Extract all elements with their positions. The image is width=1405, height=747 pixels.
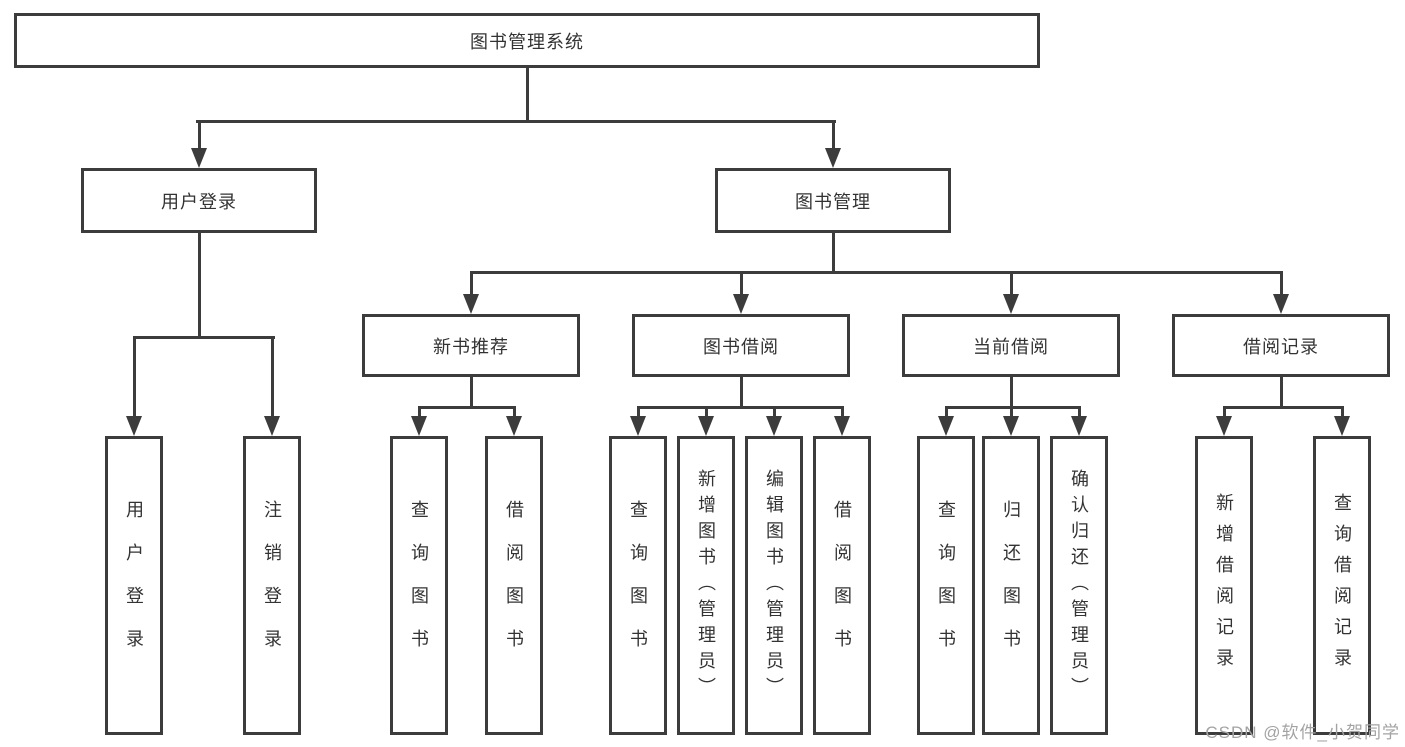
arrow-down-icon — [766, 416, 782, 436]
node-label: 借阅记录 — [1243, 336, 1319, 357]
node-label: 图书借阅 — [703, 336, 779, 357]
arrow-shaft — [1340, 407, 1344, 416]
leaf-add-book-admin: 新增图书（管理员） — [677, 436, 735, 735]
connector-line-horizontal — [417, 405, 516, 409]
connector-line-vertical — [197, 233, 201, 338]
arrow-down-icon — [506, 416, 522, 436]
arrow-shaft — [739, 272, 743, 294]
node-library-system: 图书管理系统 — [14, 13, 1040, 68]
arrow-down-icon — [630, 416, 646, 436]
arrow-shaft — [512, 407, 516, 416]
arrow-down-icon — [1003, 294, 1019, 314]
arrow-shaft — [270, 337, 274, 416]
node-label: 用户登录 — [161, 191, 237, 212]
leaf-confirm-return-admin: 确认归还（管理员） — [1050, 436, 1108, 735]
arrow-down-icon — [1334, 416, 1350, 436]
node-label: 当前借阅 — [973, 336, 1049, 357]
arrow-down-icon — [1003, 416, 1019, 436]
arrow-down-icon — [463, 294, 479, 314]
node-book-management: 图书管理 — [715, 168, 951, 233]
leaf-label: 新增借阅记录 — [1214, 492, 1234, 679]
node-label: 图书管理 — [795, 191, 871, 212]
leaf-label: 确认归还（管理员） — [1069, 468, 1089, 703]
arrow-shaft — [132, 337, 136, 416]
leaf-label: 编辑图书（管理员） — [764, 468, 784, 703]
connector-line-vertical — [525, 68, 529, 122]
connector-line-vertical — [739, 377, 743, 408]
leaf-label: 新增图书（管理员） — [696, 468, 716, 703]
node-label: 图书管理系统 — [470, 31, 584, 52]
arrow-shaft — [772, 407, 776, 416]
leaf-query-borrow-record: 查询借阅记录 — [1313, 436, 1371, 735]
leaf-query-books-borrowing: 查询图书 — [609, 436, 667, 735]
connector-line-horizontal — [944, 405, 1081, 409]
leaf-edit-book-admin: 编辑图书（管理员） — [745, 436, 803, 735]
node-user-login: 用户登录 — [81, 168, 317, 233]
leaf-query-books-current: 查询图书 — [917, 436, 975, 735]
arrow-down-icon — [1071, 416, 1087, 436]
leaf-label: 用户登录 — [124, 499, 144, 672]
arrow-down-icon — [733, 294, 749, 314]
node-borrow-records: 借阅记录 — [1172, 314, 1390, 377]
leaf-label: 查询图书 — [409, 499, 429, 672]
arrow-down-icon — [126, 416, 142, 436]
leaf-label: 借阅图书 — [832, 499, 852, 672]
leaf-add-borrow-record: 新增借阅记录 — [1195, 436, 1253, 735]
arrow-shaft — [1077, 407, 1081, 416]
connector-line-horizontal — [195, 119, 836, 123]
arrow-down-icon — [698, 416, 714, 436]
leaf-label: 查询图书 — [628, 499, 648, 672]
arrow-shaft — [1009, 272, 1013, 294]
leaf-label: 注销登录 — [262, 499, 282, 672]
watermark: CSDN @软件_小贺同学 — [1205, 723, 1400, 742]
arrow-shaft — [197, 121, 201, 148]
node-book-borrowing: 图书借阅 — [632, 314, 850, 377]
connector-line-horizontal — [1222, 405, 1344, 409]
connector-line-horizontal — [132, 335, 275, 339]
connector-line-vertical — [469, 377, 473, 408]
node-label: 新书推荐 — [433, 336, 509, 357]
leaf-label: 归还图书 — [1001, 499, 1021, 672]
arrow-shaft — [469, 272, 473, 294]
connector-line-vertical — [1009, 377, 1013, 408]
arrow-shaft — [704, 407, 708, 416]
leaf-return-book: 归还图书 — [982, 436, 1040, 735]
arrow-down-icon — [825, 148, 841, 168]
arrow-shaft — [944, 407, 948, 416]
arrow-shaft — [840, 407, 844, 416]
arrow-down-icon — [834, 416, 850, 436]
arrow-down-icon — [1273, 294, 1289, 314]
leaf-label: 查询借阅记录 — [1332, 492, 1352, 679]
node-new-book-recommend: 新书推荐 — [362, 314, 580, 377]
connector-line-horizontal — [636, 405, 844, 409]
arrow-shaft — [1009, 407, 1013, 416]
arrow-shaft — [831, 121, 835, 148]
arrow-shaft — [417, 407, 421, 416]
arrow-down-icon — [191, 148, 207, 168]
leaf-logout: 注销登录 — [243, 436, 301, 735]
connector-line-horizontal — [469, 270, 1283, 274]
arrow-down-icon — [1216, 416, 1232, 436]
node-current-borrowing: 当前借阅 — [902, 314, 1120, 377]
leaf-borrow-books-borrowing: 借阅图书 — [813, 436, 871, 735]
leaf-borrow-books-newbooks: 借阅图书 — [485, 436, 543, 735]
arrow-shaft — [636, 407, 640, 416]
arrow-down-icon — [938, 416, 954, 436]
arrow-down-icon — [411, 416, 427, 436]
arrow-shaft — [1222, 407, 1226, 416]
leaf-query-books-newbooks: 查询图书 — [390, 436, 448, 735]
leaf-label: 借阅图书 — [504, 499, 524, 672]
arrow-shaft — [1279, 272, 1283, 294]
arrow-down-icon — [264, 416, 280, 436]
connector-line-vertical — [831, 233, 835, 273]
leaf-label: 查询图书 — [936, 499, 956, 672]
leaf-user-login: 用户登录 — [105, 436, 163, 735]
connector-line-vertical — [1279, 377, 1283, 408]
